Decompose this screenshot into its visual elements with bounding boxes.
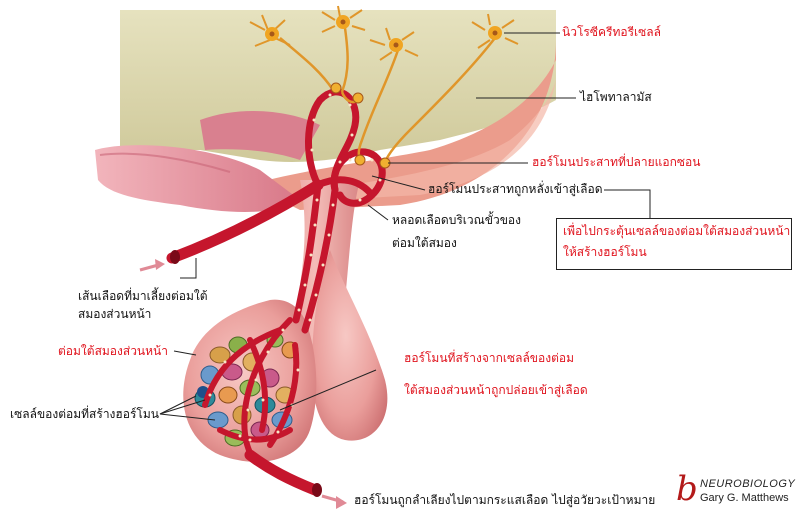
label-portal-vessels-line2: ต่อมใต้สมอง [392,236,457,250]
label-hypothalamus: ไฮโพทาลามัส [580,90,652,104]
hypophyseal-vein [244,449,347,509]
label-pituitary-cells: เซลล์ของต่อมที่สร้างฮอร์โมน [10,407,159,421]
portal-vessel-dots [297,198,335,322]
primary-capillary-dots [310,93,382,202]
label-hormone-secreted-line1: ฮอร์โมนที่สร้างจากเซลล์ของต่อม [404,351,574,365]
stimulate-note-box: เพื่อไปกระตุ้นเซลล์ของต่อมใต้สมองส่วนหน้… [556,218,792,270]
label-portal-vessels-line1: หลอดเลือดบริเวณขั้วของ [392,213,521,227]
capillary-dots [208,328,300,442]
publisher-logo: b [676,469,698,509]
credit-author: Gary G. Matthews [700,492,789,504]
leader-lines [159,32,651,421]
optic-chiasm [95,110,320,212]
credit-book-title: NEUROBIOLOGY [700,478,796,490]
label-artery-line2: สมองส่วนหน้า [78,307,152,321]
label-axon-terminal-hormone: ฮอร์โมนประสาทที่ปลายแอกซอน [532,155,701,169]
label-stimulate-line2: ให้สร้างฮอร์โมน [563,245,647,259]
superior-hypophyseal-artery [139,179,324,272]
label-hormone-secreted-line2: ใต้สมองส่วนหน้าถูกปล่อยเข้าสู่เลือด [404,383,588,397]
neurosecretory-neurons [249,5,519,169]
label-neurosecretory-cell: นิวโรซีครีทอรีเซลล์ [562,25,661,39]
label-stimulate-line1: เพื่อไปกระตุ้นเซลล์ของต่อมใต้สมองส่วนหน้… [563,224,791,238]
label-transported: ฮอร์โมนถูกลำเลียงไปตามกระแสเลือด ไปสู่อว… [354,493,656,507]
label-anterior-pituitary: ต่อมใต้สมองส่วนหน้า [58,344,168,358]
posterior-pituitary [311,250,388,441]
label-neurohormone-released: ฮอร์โมนประสาทถูกหลั่งเข้าสู่เลือด [428,182,603,196]
label-artery-line1: เส้นเลือดที่มาเลี้ยงต่อมใต้ [78,289,208,303]
